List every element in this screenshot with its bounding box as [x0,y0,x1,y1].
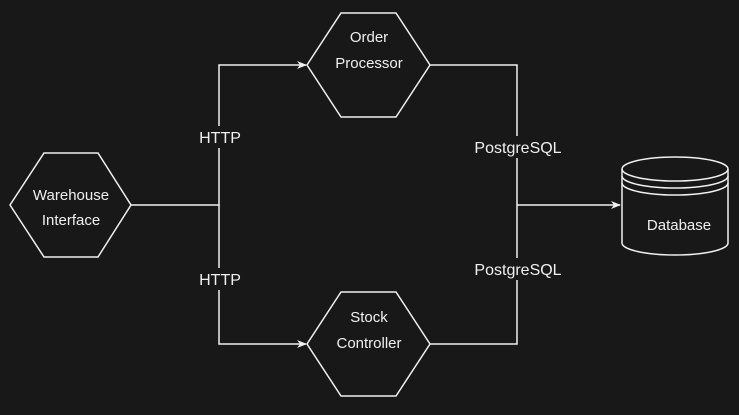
node-label-line1: Warehouse [33,187,109,204]
edge-interface-to-stock [218,205,307,348]
node-warehouse-interface[interactable]: Warehouse Interface [9,152,132,258]
node-database[interactable]: Database [621,156,729,256]
edge-stock-to-database [430,205,518,345]
node-label-line2: Controller [336,335,401,352]
node-label: Database [647,217,711,234]
svg-text:PostgreSQL: PostgreSQL [474,262,561,279]
node-stock-controller[interactable]: Stock Controller [306,291,431,397]
node-label-line1: Order [350,29,388,46]
edge-label-http-order: HTTP [196,126,244,148]
edge-label-postgresql-stock: PostgreSQL [466,258,570,280]
node-label-line1: Stock [350,309,388,326]
svg-text:PostgreSQL: PostgreSQL [474,140,561,157]
svg-text:HTTP: HTTP [199,130,241,147]
node-label-line2: Interface [42,212,100,229]
edge-label-postgresql-order: PostgreSQL [466,136,570,158]
node-order-processor[interactable]: Order Processor [306,12,431,118]
edge-order-to-database [430,64,518,205]
edge-label-http-stock: HTTP [196,268,244,290]
node-label-line2: Processor [335,55,403,72]
svg-text:HTTP: HTTP [199,272,241,289]
